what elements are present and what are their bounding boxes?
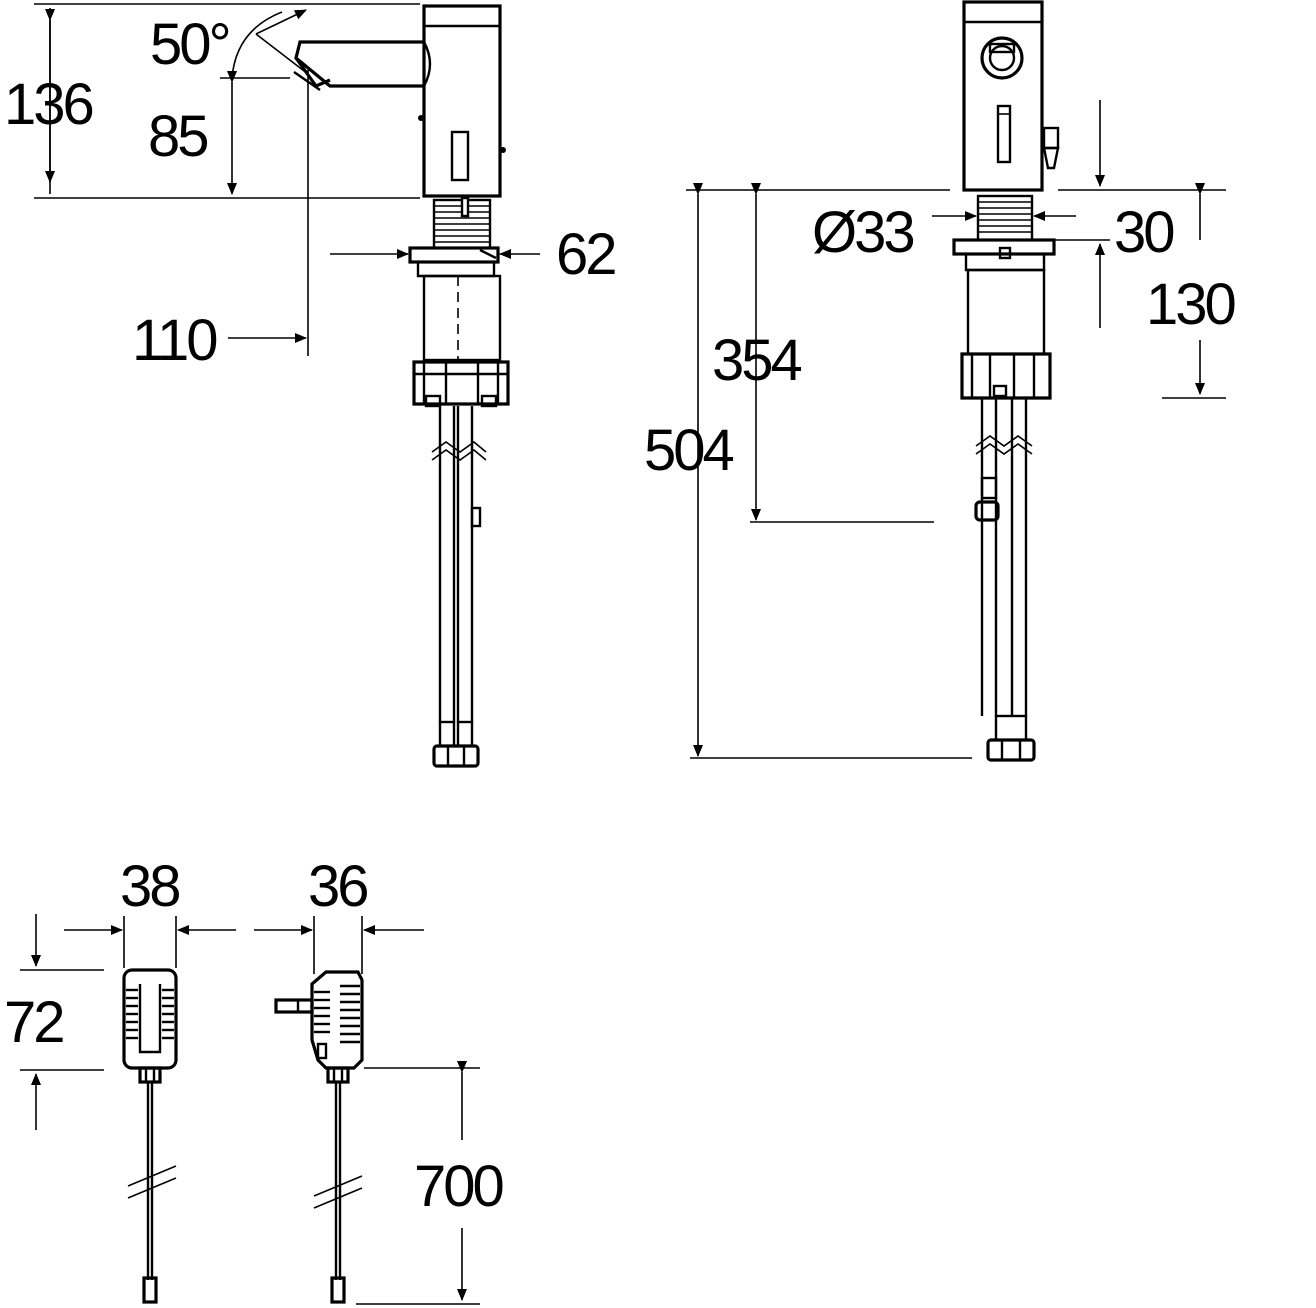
dim-height-85: 85	[148, 104, 207, 169]
dim-reach-110: 110	[132, 308, 216, 373]
dim-connector-354: 354	[712, 328, 802, 393]
dim-diameter-33: Ø33	[812, 200, 913, 265]
adapter-side-vents	[314, 984, 360, 1044]
front-view-faucet	[952, 0, 1060, 762]
dim-thread-62: 62	[556, 222, 615, 287]
dim-width-36: 36	[308, 854, 367, 919]
adapter-dimensions: 38 36 72 700	[4, 854, 506, 1305]
dim-angle-50: 50°	[150, 12, 229, 77]
dim-cable-700: 700	[414, 1154, 503, 1219]
dim-height-136: 136	[4, 72, 93, 137]
dim-width-38: 38	[120, 854, 179, 919]
dim-height-72: 72	[4, 990, 63, 1055]
side-view-dimensions: 136 85 50° 62 110	[4, 3, 618, 373]
front-view-dimensions: 504 354 Ø33 30 130	[644, 100, 1238, 759]
adapter-front-view	[122, 968, 178, 1304]
side-view-faucet	[293, 4, 510, 768]
adapter-side-view	[274, 970, 364, 1304]
adapter-front-vents	[126, 988, 174, 1040]
dim-hose-504: 504	[644, 418, 734, 483]
dim-shank-130: 130	[1146, 272, 1235, 337]
front-thread-lines	[978, 201, 1032, 233]
side-thread-lines	[434, 205, 490, 243]
dim-thickness-30: 30	[1114, 200, 1173, 265]
